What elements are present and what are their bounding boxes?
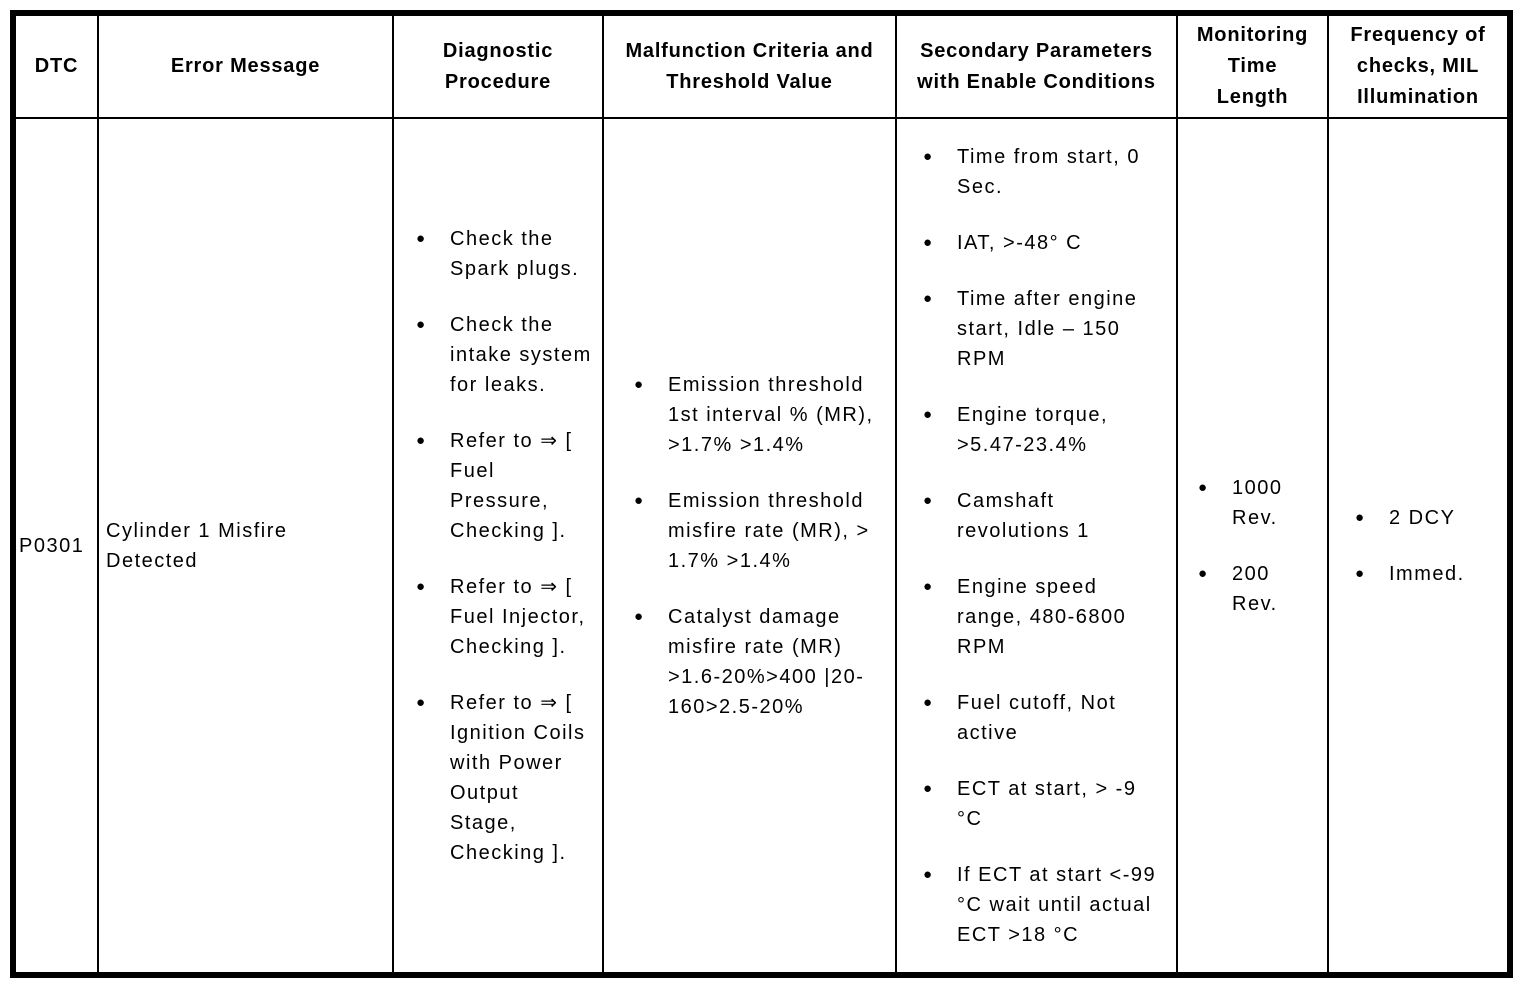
bullet-icon: ● xyxy=(923,405,934,423)
cell-frequency-of-checks: ● 2 DCY ● Immed. xyxy=(1327,117,1511,976)
header-diagnostic-procedure: Diagnostic Procedure xyxy=(392,12,604,119)
monitoring-time-list: ● 1000 Rev. ● 200 Rev. xyxy=(1178,469,1327,623)
bullet-item-text: Refer to ⇒ [ Ignition Coils with Power O… xyxy=(450,691,586,864)
bullet-icon: ● xyxy=(923,865,934,883)
bullet-item-text: 1000 Rev. xyxy=(1232,476,1283,529)
cell-secondary-parameters: ● Time from start, 0 Sec. ● IAT, >-48° C ● Ti… xyxy=(895,117,1178,976)
bullet-icon: ● xyxy=(923,779,934,797)
bullet-item: ● Fuel cutoff, Not active xyxy=(923,688,1164,748)
bullet-item-text: Check the intake system for leaks. xyxy=(450,313,592,396)
bullet-item-text: Refer to ⇒ [ Fuel Pressure, Checking ]. xyxy=(450,429,573,542)
header-row: DTC Error Message Diagnostic Procedure M… xyxy=(12,12,1511,119)
bullet-icon: ● xyxy=(923,289,934,307)
bullet-icon: ● xyxy=(1198,564,1209,582)
bullet-item: ● Emission threshold misfire rate (MR), >… xyxy=(634,486,887,576)
bullet-item-text: IAT, >-48° C xyxy=(957,231,1083,254)
bullet-item: ● IAT, >-48° C xyxy=(923,228,1164,258)
bullet-icon: ● xyxy=(923,233,934,251)
bullet-icon: ● xyxy=(634,607,645,625)
diagnostic-procedure-list: ● Check the Spark plugs. ● Check the intake… xyxy=(394,220,602,872)
header-dtc: DTC xyxy=(12,12,99,119)
bullet-icon: ● xyxy=(923,693,934,711)
dtc-table: DTC Error Message Diagnostic Procedure M… xyxy=(10,10,1513,978)
header-secondary-parameters: Secondary Parameters with Enable Conditi… xyxy=(895,12,1178,119)
bullet-icon: ● xyxy=(634,491,645,509)
bullet-item-text: ECT at start, > -9 °C xyxy=(957,777,1137,830)
header-monitoring-time: Monitoring Time Length xyxy=(1176,12,1329,119)
header-frequency-of-checks: Frequency of checks, MIL Illumination xyxy=(1327,12,1511,119)
bullet-item: ● 200 Rev. xyxy=(1198,559,1305,619)
bullet-item-text: If ECT at start <-99 °C wait until actua… xyxy=(957,863,1157,946)
bullet-icon: ● xyxy=(1355,564,1366,582)
bullet-item-text: 200 Rev. xyxy=(1232,562,1278,615)
header-error-message: Error Message xyxy=(97,12,394,119)
bullet-item: ● Check the intake system for leaks. xyxy=(416,310,592,400)
cell-monitoring-time: ● 1000 Rev. ● 200 Rev. xyxy=(1176,117,1329,976)
bullet-item: ● Time after engine start, Idle – 150 RPM xyxy=(923,284,1164,374)
bullet-item: ● ECT at start, > -9 °C xyxy=(923,774,1164,834)
malfunction-criteria-list: ● Emission threshold 1st interval % (MR),… xyxy=(604,366,895,726)
bullet-item: ● If ECT at start <-99 °C wait until actu… xyxy=(923,860,1164,950)
bullet-item-text: Emission threshold misfire rate (MR), > … xyxy=(668,489,870,572)
table-row: P0301 Cylinder 1 Misfire Detected ● Check… xyxy=(12,117,1511,976)
bullet-item-text: Time from start, 0 Sec. xyxy=(957,145,1140,198)
bullet-item: ● Camshaft revolutions 1 xyxy=(923,486,1164,546)
bullet-icon: ● xyxy=(923,577,934,595)
bullet-icon: ● xyxy=(416,577,427,595)
frequency-of-checks-list: ● 2 DCY ● Immed. xyxy=(1329,499,1507,593)
bullet-item: ● 1000 Rev. xyxy=(1198,473,1305,533)
cell-error-message: Cylinder 1 Misfire Detected xyxy=(97,117,394,976)
bullet-item: ● Refer to ⇒ [ Ignition Coils with Power … xyxy=(416,688,592,868)
bullet-item-text: Time after engine start, Idle – 150 RPM xyxy=(957,287,1138,370)
bullet-item-text: Fuel cutoff, Not active xyxy=(957,691,1117,744)
bullet-item-text: Catalyst damage misfire rate (MR) >1.6-2… xyxy=(668,605,865,718)
bullet-icon: ● xyxy=(416,693,427,711)
bullet-item: ● Refer to ⇒ [ Fuel Pressure, Checking ]. xyxy=(416,426,592,546)
header-malfunction-criteria: Malfunction Criteria and Threshold Value xyxy=(602,12,897,119)
cell-diagnostic-procedure: ● Check the Spark plugs. ● Check the intake… xyxy=(392,117,604,976)
bullet-item-text: Engine speed range, 480-6800 RPM xyxy=(957,575,1127,658)
bullet-item: ● Engine torque, >5.47-23.4% xyxy=(923,400,1164,460)
bullet-item: ● Emission threshold 1st interval % (MR),… xyxy=(634,370,887,460)
bullet-item: ● 2 DCY xyxy=(1355,503,1495,533)
bullet-item: ● Catalyst damage misfire rate (MR) >1.6-… xyxy=(634,602,887,722)
bullet-item: ● Immed. xyxy=(1355,559,1495,589)
bullet-item: ● Check the Spark plugs. xyxy=(416,224,592,284)
bullet-item-text: Engine torque, >5.47-23.4% xyxy=(957,403,1109,456)
bullet-icon: ● xyxy=(1355,508,1366,526)
bullet-icon: ● xyxy=(1198,478,1209,496)
bullet-icon: ● xyxy=(923,491,934,509)
bullet-icon: ● xyxy=(634,375,645,393)
bullet-item-text: Camshaft revolutions 1 xyxy=(957,489,1090,542)
bullet-item-text: 2 DCY xyxy=(1389,506,1456,529)
cell-malfunction-criteria: ● Emission threshold 1st interval % (MR),… xyxy=(602,117,897,976)
bullet-item: ● Engine speed range, 480-6800 RPM xyxy=(923,572,1164,662)
bullet-item-text: Emission threshold 1st interval % (MR), … xyxy=(668,373,874,456)
bullet-item-text: Refer to ⇒ [ Fuel Injector, Checking ]. xyxy=(450,575,586,658)
bullet-item: ● Refer to ⇒ [ Fuel Injector, Checking ]. xyxy=(416,572,592,662)
cell-dtc-code: P0301 xyxy=(12,117,99,976)
bullet-icon: ● xyxy=(416,229,427,247)
bullet-icon: ● xyxy=(416,315,427,333)
bullet-item-text: Immed. xyxy=(1389,562,1465,585)
bullet-icon: ● xyxy=(416,431,427,449)
bullet-item-text: Check the Spark plugs. xyxy=(450,227,580,280)
secondary-parameters-list: ● Time from start, 0 Sec. ● IAT, >-48° C ● Ti… xyxy=(897,136,1176,956)
bullet-item: ● Time from start, 0 Sec. xyxy=(923,142,1164,202)
bullet-icon: ● xyxy=(923,147,934,165)
